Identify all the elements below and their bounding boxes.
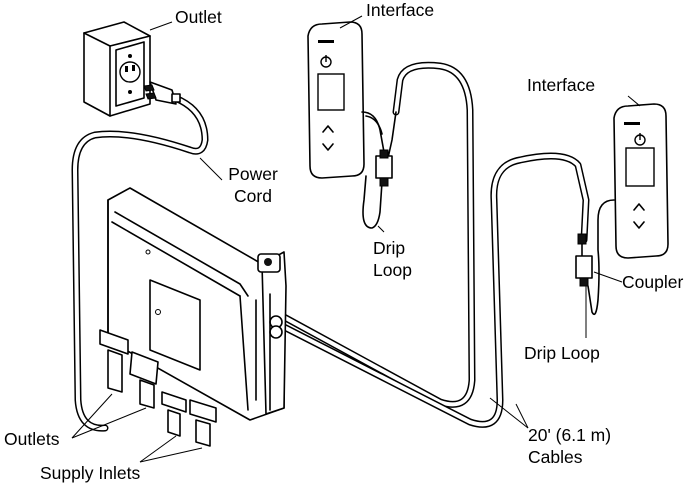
label-power-cord-line2: Cord [234, 185, 272, 206]
power-icon [320, 55, 332, 68]
chevron-up-icon [633, 203, 645, 211]
label-cables: 20' (6.1 m) Cables [528, 425, 611, 469]
label-interface-left: Interface [366, 0, 435, 20]
interface-panel-left [307, 21, 365, 179]
label-drip-loop-right: Drip Loop [524, 343, 600, 363]
coupler-left [375, 149, 393, 187]
label-supply-inlets: Supply Inlets [40, 463, 141, 483]
chevron-down-icon [633, 221, 645, 229]
chevron-up-icon [322, 125, 334, 133]
label-coupler: Coupler [622, 272, 684, 292]
coupler-right [575, 233, 593, 287]
wall-outlet [83, 21, 151, 117]
label-drip-loop-left: Drip Loop [373, 238, 412, 282]
label-cables-line1: 20' (6.1 m) [528, 425, 612, 445]
chevron-down-icon [322, 143, 334, 151]
label-power-cord: Power Cord [221, 164, 285, 208]
label-drip-loop-left-line2: Loop [373, 259, 412, 280]
box-outlets [99, 329, 159, 409]
control-box [107, 187, 287, 421]
label-outlets: Outlets [4, 429, 60, 449]
cable-to-right-interface [278, 152, 590, 428]
box-supply-inlets [161, 391, 217, 447]
cable-to-left-interface [278, 61, 476, 408]
label-interface-right: Interface [527, 75, 596, 95]
label-outlet: Outlet [175, 7, 222, 27]
left-interface-lead [361, 111, 397, 229]
leader-lines [71, 15, 641, 463]
power-plug [143, 81, 181, 105]
label-cables-line2: Cables [528, 446, 583, 467]
label-drip-loop-left-line1: Drip [373, 238, 406, 258]
interface-panel-right [613, 103, 669, 259]
power-cord [71, 94, 209, 432]
power-icon [634, 133, 646, 146]
label-power-cord-line1: Power [228, 164, 278, 184]
